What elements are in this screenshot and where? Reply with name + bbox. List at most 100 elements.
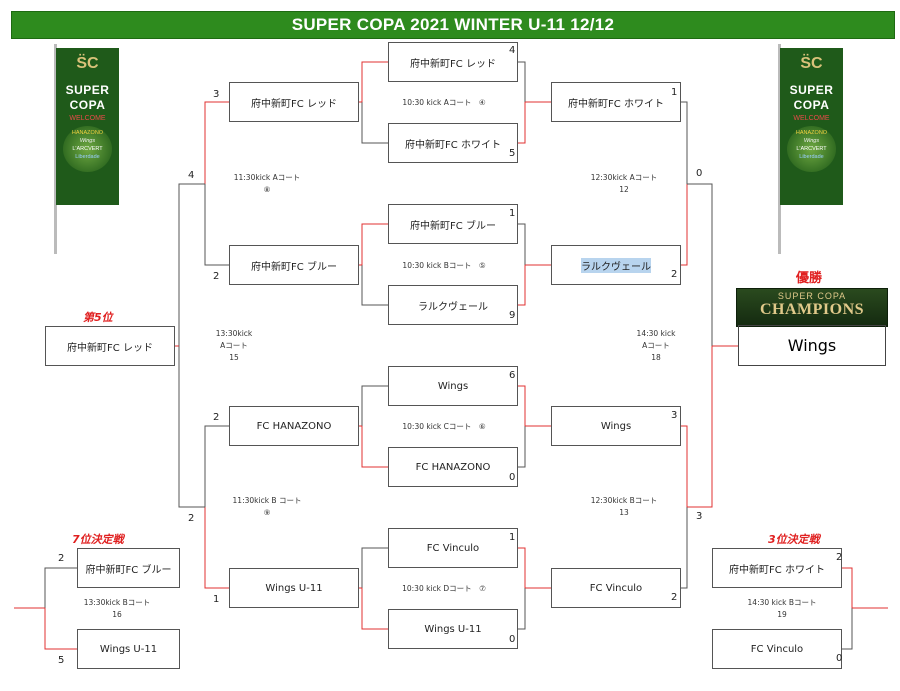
score-q5: 1 — [671, 87, 678, 98]
match-info-m5: 11:30kick Aコート ⑧ — [234, 172, 301, 196]
seventh-place-label: 7位決定戦 — [72, 533, 124, 546]
score-sf-l2: 2 — [188, 513, 195, 524]
line-r1d — [361, 265, 388, 306]
fifth-place-label: 第5位 — [83, 311, 113, 324]
match-info-m7-no: 12 — [619, 185, 629, 194]
banner-welcome: WELCOME — [793, 115, 830, 122]
line-r1g-right — [518, 547, 526, 588]
team-box-r1c: 府中新町FC ブルー — [388, 204, 518, 244]
match-info-m6: 11:30kick B コート ⑨ — [233, 495, 302, 519]
match-info-m1: 10:30 kick Aコート ④ — [402, 98, 486, 107]
title-bar: SUPER COPA 2021 WINTER U-11 12/12 — [11, 11, 895, 39]
line-r1h-right — [518, 588, 526, 630]
score-r1a: 4 — [509, 45, 516, 56]
score-r1e: 6 — [509, 370, 516, 381]
line-r1a — [361, 61, 388, 102]
champions-badge: SUPER COPA CHAMPIONS — [736, 288, 888, 327]
banner-left: S̈C SUPER COPA WELCOME HANAZONO Wings L'… — [56, 48, 119, 205]
match-info-m10-l1: 14:30 kick — [636, 329, 676, 338]
match-info-m11-time: 13:30kick Bコート — [83, 598, 151, 607]
line-r1b — [361, 102, 388, 144]
banner-right: S̈C SUPER COPA WELCOME HANAZONO Wings L'… — [780, 48, 843, 205]
score-q6: 2 — [671, 269, 678, 280]
team-box-r1h: Wings U-11 — [388, 609, 518, 649]
score-r1b: 5 — [509, 148, 516, 159]
match-info-m10: 14:30 kick Aコート 18 — [637, 328, 676, 364]
score-seventh-b: 5 — [58, 655, 65, 666]
score-q8: 2 — [671, 592, 678, 603]
line-sfl2-out — [178, 346, 205, 508]
score-q2: 2 — [213, 271, 220, 282]
banner-super: SUPER — [789, 83, 834, 97]
team-box-seventh-a: 府中新町FC ブルー — [77, 548, 180, 588]
match-info-m10-l2: Aコート — [642, 341, 670, 350]
line-r1a-right — [518, 61, 526, 102]
score-r1h: 0 — [509, 634, 516, 645]
team-box-seventh-b: Wings U-11 — [77, 629, 180, 669]
score-q3: 2 — [213, 412, 220, 423]
team-q6-name: ラルクヴェール — [581, 257, 651, 273]
team-box-q8: FC Vinculo — [551, 568, 681, 608]
team-box-r1d: ラルクヴェール — [388, 285, 518, 325]
team-box-r1e: Wings — [388, 366, 518, 406]
score-r1f: 0 — [509, 472, 516, 483]
team-box-q5: 府中新町FC ホワイト — [551, 82, 681, 122]
line-r1e — [361, 385, 388, 426]
line-sfr1-out — [687, 183, 713, 346]
line-r1f-right — [518, 426, 526, 468]
team-box-third-a: 府中新町FC ホワイト — [712, 548, 842, 588]
team-box-r1b: 府中新町FC ホワイト — [388, 123, 518, 163]
team-box-r1a: 府中新町FC レッド — [388, 42, 518, 82]
banner-copa: COPA — [69, 98, 106, 112]
match-info-m11: 13:30kick Bコート 16 — [84, 597, 151, 621]
line-r1e-right — [518, 385, 526, 426]
match-info-m3: 10:30 kick Cコート ⑥ — [402, 422, 486, 431]
banner-sponsors: HANAZONO Wings L'ARCVERT Liberdade — [787, 126, 836, 172]
score-sf-l1: 4 — [188, 170, 195, 181]
team-box-third-b: FC Vinculo — [712, 629, 842, 669]
line-r1f — [361, 426, 388, 468]
line-sfr2-out — [687, 346, 713, 508]
score-q7: 3 — [671, 410, 678, 421]
score-sf-r1: 0 — [696, 168, 703, 179]
banner-pole-right — [778, 44, 781, 254]
line-third-a — [842, 567, 853, 608]
third-place-label: 3位決定戦 — [768, 533, 820, 546]
match-info-m11-no: 16 — [112, 610, 122, 619]
match-info-m8-no: 13 — [619, 508, 629, 517]
match-info-m5-no: ⑧ — [263, 185, 271, 194]
team-box-fifth: 府中新町FC レッド — [45, 326, 175, 366]
line-r1d-right — [518, 265, 526, 306]
match-info-m12-no: 19 — [777, 610, 787, 619]
match-info-m9: 13:30kick Aコート 15 — [216, 328, 253, 364]
team-box-q4: Wings U-11 — [229, 568, 359, 608]
team-box-q2: 府中新町FC ブルー — [229, 245, 359, 285]
match-info-m2: 10:30 kick Bコート ⑤ — [402, 261, 486, 270]
match-info-m7: 12:30kick Aコート 12 — [591, 172, 658, 196]
team-box-q1: 府中新町FC レッド — [229, 82, 359, 122]
match-info-m9-l1: 13:30kick — [215, 329, 253, 338]
match-info-m5-time: 11:30kick Aコート — [233, 173, 301, 182]
line-q2-out — [204, 184, 229, 266]
team-box-r1g: FC Vinculo — [388, 528, 518, 568]
banner-pole-left — [54, 44, 57, 254]
score-q1: 3 — [213, 89, 220, 100]
match-info-m9-l2: Aコート — [220, 341, 248, 350]
line-r1c — [361, 223, 388, 265]
banner-welcome: WELCOME — [69, 115, 106, 122]
champions-badge-main: CHAMPIONS — [759, 301, 865, 318]
line-sfl1-out — [178, 183, 205, 346]
line-seventh-a — [44, 567, 77, 608]
banner-copa: COPA — [793, 98, 830, 112]
score-r1d: 9 — [509, 310, 516, 321]
score-sf-r2: 3 — [696, 511, 703, 522]
line-q1-out — [204, 101, 229, 184]
match-info-m8: 12:30kick Bコート 13 — [591, 495, 658, 519]
score-third-b: 0 — [836, 653, 843, 664]
score-q4: 1 — [213, 594, 220, 605]
line-r1h — [361, 588, 388, 630]
line-q3-out — [204, 425, 229, 507]
banner-sponsors: HANAZONO Wings L'ARCVERT Liberdade — [63, 126, 112, 172]
team-box-q7: Wings — [551, 406, 681, 446]
